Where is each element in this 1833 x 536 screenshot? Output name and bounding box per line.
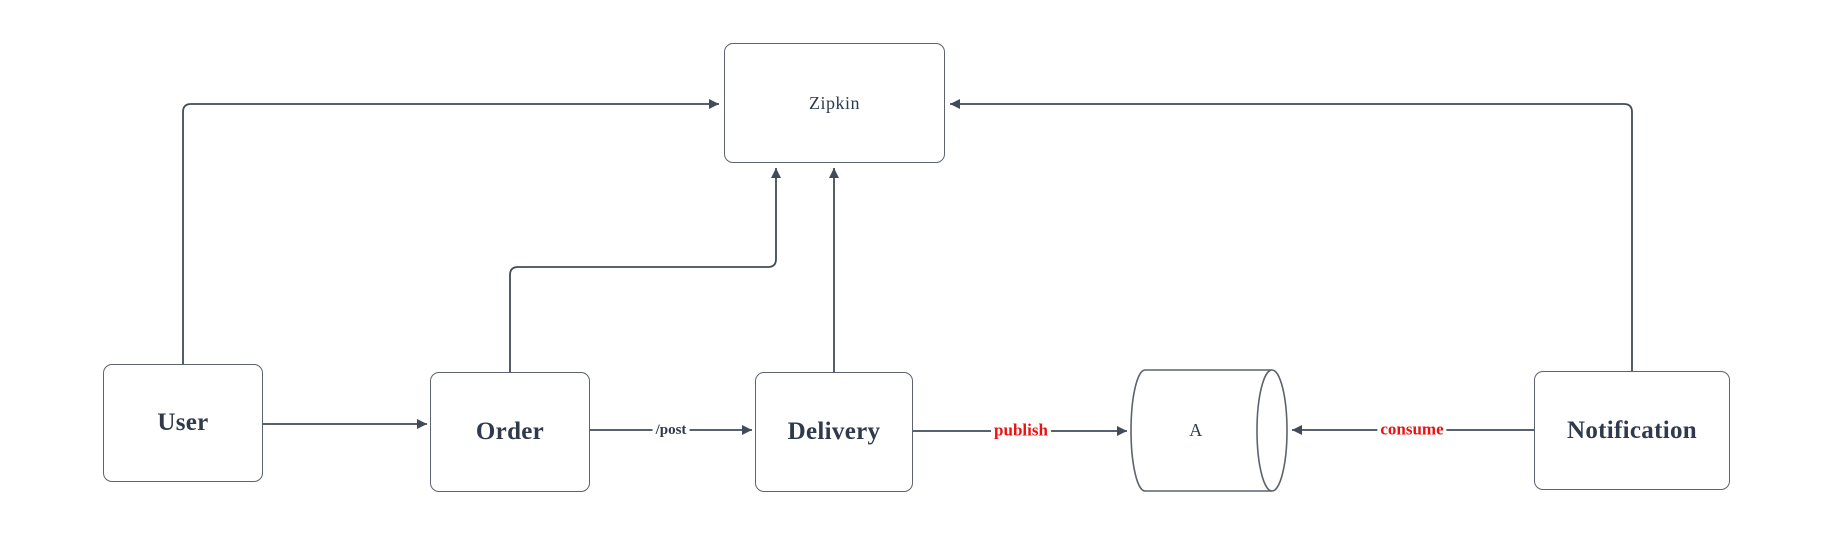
node-notification[interactable]: Notification	[1534, 371, 1730, 490]
node-zipkin-label: Zipkin	[809, 92, 860, 113]
edge-order-to-zipkin[interactable]	[509, 168, 781, 372]
node-delivery-label: Delivery	[787, 418, 881, 445]
node-queue-cylinder[interactable]	[1130, 369, 1288, 492]
node-user[interactable]: User	[103, 364, 263, 482]
edge-label-post: /post	[652, 421, 690, 439]
node-user-label: User	[157, 409, 209, 436]
queue-cylinder-body[interactable]	[1130, 369, 1272, 492]
node-notification-label: Notification	[1567, 416, 1697, 444]
edge-label-consume: consume	[1377, 420, 1447, 440]
edge-notification-to-zipkin[interactable]	[950, 99, 1633, 371]
edge-label-publish: publish	[991, 421, 1051, 441]
edge-user-to-zipkin[interactable]	[182, 99, 719, 364]
queue-cylinder-cap[interactable]	[1256, 369, 1288, 492]
node-order[interactable]: Order	[430, 372, 590, 492]
node-order-label: Order	[475, 418, 545, 445]
node-zipkin[interactable]: Zipkin	[724, 43, 945, 163]
node-delivery[interactable]: Delivery	[755, 372, 913, 492]
node-queue-label: A	[1189, 420, 1203, 440]
